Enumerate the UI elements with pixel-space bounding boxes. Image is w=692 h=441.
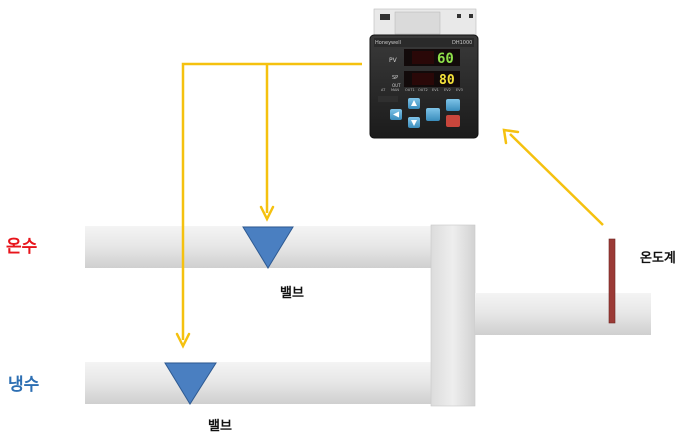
indicator-man: MAN: [391, 88, 400, 92]
indicator-ev2: EV2: [444, 88, 451, 92]
temperature-controller: [369, 8, 479, 139]
cold-water-pipe: [85, 362, 435, 404]
cold-water-label: 냉수: [8, 375, 40, 395]
signal-lines: [181, 62, 604, 340]
thermometer-probe: [608, 238, 616, 324]
mixing-pipe-vertical: [430, 224, 476, 407]
arrow-controller: [502, 128, 520, 145]
indicator-out2: OUT2: [418, 88, 428, 92]
thermometer-label: 온도계: [640, 251, 676, 266]
arrow-upper-valve: [259, 205, 275, 222]
at-button[interactable]: [446, 99, 460, 111]
signal-line-main: [181, 62, 362, 340]
controller-brand: Honeywell: [375, 40, 401, 46]
set-button[interactable]: [446, 115, 460, 127]
mode-button[interactable]: [426, 108, 440, 121]
arrow-lower-valve: [175, 332, 191, 349]
signal-line-sensor: [509, 133, 604, 226]
sp-value: 80: [439, 73, 455, 88]
upper-valve-label: 밸브: [280, 286, 304, 301]
indicator-ev3: EV3: [456, 88, 463, 92]
lower-valve-icon: [164, 362, 217, 405]
lower-valve-label: 밸브: [208, 419, 232, 434]
controller-model: DH1000: [452, 40, 473, 46]
arrowheads: [175, 128, 520, 349]
indicator-out1: OUT1: [405, 88, 415, 92]
indicator-ev1: EV1: [432, 88, 439, 92]
pv-tag: PV: [389, 57, 397, 64]
hot-water-label: 온수: [6, 237, 38, 257]
indicator-at: AT: [381, 88, 386, 92]
out-tag: OUT: [392, 83, 401, 88]
pv-value: 60: [437, 51, 454, 67]
outlet-pipe: [475, 293, 651, 335]
upper-valve-icon: [242, 226, 294, 269]
sp-tag: SP: [392, 75, 399, 81]
